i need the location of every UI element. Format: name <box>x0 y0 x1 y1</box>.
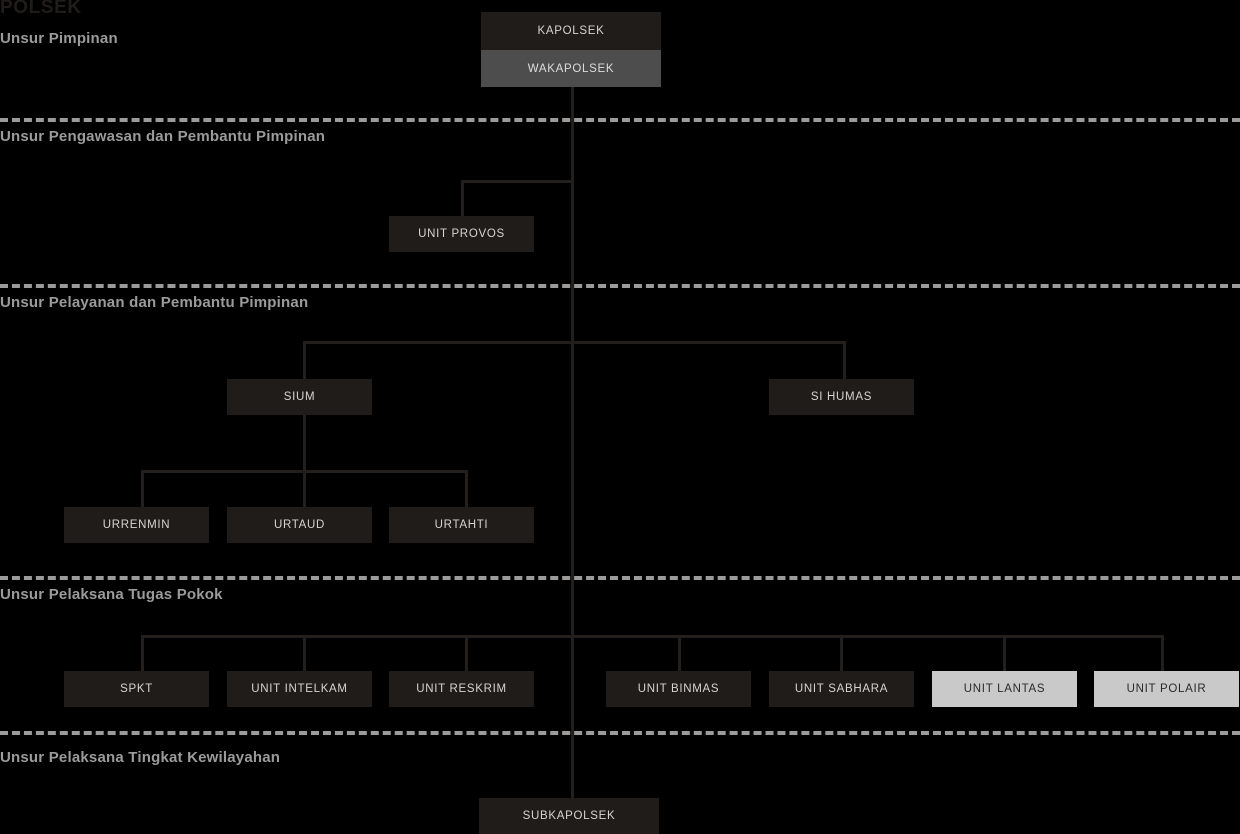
section-label-pimpinan: Unsur Pimpinan <box>0 30 118 47</box>
org-node-si_humas[interactable]: SI HUMAS <box>769 379 914 415</box>
connector-drop-unit-provos <box>461 180 464 216</box>
org-node-label: SPKT <box>120 683 153 695</box>
connector-drop-sium <box>303 341 306 379</box>
connector-drop-unit-reskrim <box>465 635 468 671</box>
org-node-urrenmin[interactable]: URRENMIN <box>64 507 209 543</box>
org-node-label: UNIT LANTAS <box>963 683 1046 695</box>
connector-bar-sium-subs <box>141 470 468 473</box>
org-node-label: UNIT POLAIR <box>1126 683 1207 695</box>
section-divider-pengawasan <box>0 284 1240 288</box>
connector-drop-si-humas <box>843 341 846 379</box>
section-divider-tugas_pokok <box>0 731 1240 735</box>
org-node-label: KAPOLSEK <box>537 25 605 37</box>
connector-drop-urrenmin <box>141 470 144 507</box>
connector-drop-unit-intelkam <box>303 635 306 671</box>
org-node-kapolsek[interactable]: KAPOLSEK <box>481 12 661 50</box>
section-label-pengawasan: Unsur Pengawasan dan Pembantu Pimpinan <box>0 128 326 145</box>
section-divider-pelayanan <box>0 576 1240 580</box>
org-node-urtaud[interactable]: URTAUD <box>227 507 372 543</box>
org-node-label: WAKAPOLSEK <box>527 62 615 75</box>
section-label-pelayanan: Unsur Pelayanan dan Pembantu Pimpinan <box>0 294 309 311</box>
connector-trunk-pengawasan <box>571 118 574 284</box>
page-title: POLSEK <box>0 0 82 18</box>
org-node-unit_binmas[interactable]: UNIT BINMAS <box>606 671 751 707</box>
section-label-kewilayahan: Unsur Pelaksana Tingkat Kewilayahan <box>0 749 281 766</box>
connector-drop-urtaud <box>303 470 306 507</box>
section-label-tugas_pokok: Unsur Pelaksana Tugas Pokok <box>0 586 223 603</box>
connector-drop-spkt <box>141 635 144 671</box>
org-node-label: URTAUD <box>273 519 326 531</box>
connector-drop-unit-binmas <box>678 635 681 671</box>
connector-drop-urtahti <box>465 470 468 507</box>
org-node-unit_provos[interactable]: UNIT PROVOS <box>389 216 534 252</box>
org-node-label: UNIT INTELKAM <box>251 683 348 695</box>
connector-drop-unit-polair <box>1161 635 1164 671</box>
org-node-label: URTAHTI <box>434 519 489 531</box>
org-node-urtahti[interactable]: URTAHTI <box>389 507 534 543</box>
org-node-spkt[interactable]: SPKT <box>64 671 209 707</box>
org-node-label: URRENMIN <box>102 519 171 531</box>
connector-bar-tugas-pokok <box>141 635 1164 638</box>
org-node-label: SIUM <box>283 391 316 403</box>
connector-drop-unit-sabhara <box>840 635 843 671</box>
connector-bar-unit-provos <box>461 180 574 183</box>
org-node-subkapolsek[interactable]: SUBKAPOLSEK <box>479 798 659 834</box>
org-node-label: UNIT RESKRIM <box>416 683 507 695</box>
org-node-unit_intelkam[interactable]: UNIT INTELKAM <box>227 671 372 707</box>
connector-drop-unit-lantas <box>1003 635 1006 671</box>
org-node-unit_lantas[interactable]: UNIT LANTAS <box>932 671 1077 707</box>
connector-trunk-tugas <box>571 576 574 731</box>
org-node-label: UNIT PROVOS <box>418 228 505 240</box>
org-node-unit_reskrim[interactable]: UNIT RESKRIM <box>389 671 534 707</box>
connector-stem-sium <box>303 415 306 470</box>
org-node-label: UNIT BINMAS <box>637 683 720 695</box>
org-node-unit_sabhara[interactable]: UNIT SABHARA <box>769 671 914 707</box>
org-node-label: UNIT SABHARA <box>794 683 889 695</box>
org-node-sium[interactable]: SIUM <box>227 379 372 415</box>
section-divider-pimpinan <box>0 118 1240 122</box>
org-node-wakapolsek[interactable]: WAKAPOLSEK <box>481 50 661 87</box>
connector-trunk-kewilayahan <box>571 731 574 798</box>
org-node-label: SUBKAPOLSEK <box>522 810 616 822</box>
connector-trunk-pelayanan <box>571 284 574 576</box>
connector-bar-pelayanan <box>303 341 846 344</box>
org-node-unit_polair[interactable]: UNIT POLAIR <box>1094 671 1239 707</box>
org-node-label: SI HUMAS <box>810 391 873 403</box>
